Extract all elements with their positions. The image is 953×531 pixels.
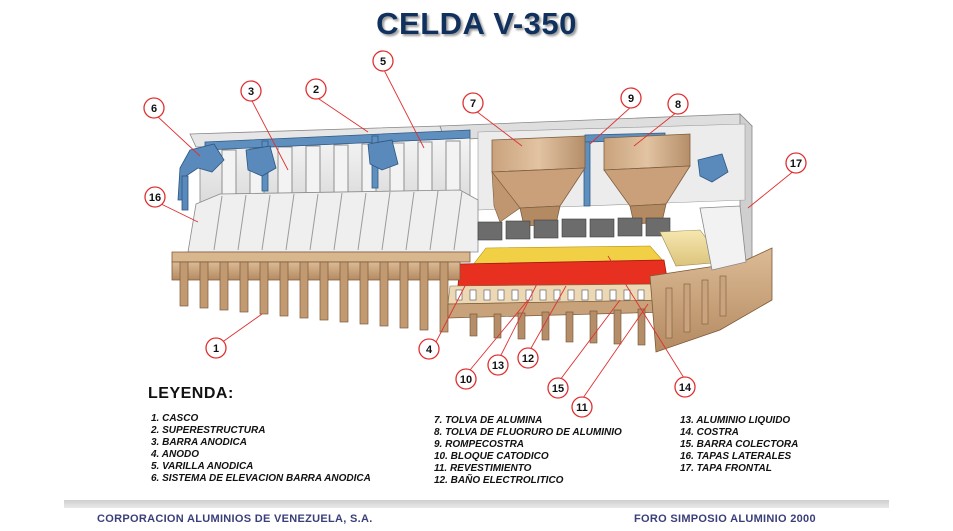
hopper-alumina	[491, 135, 586, 227]
legend-item: 5. VARILLA ANODICA	[151, 461, 254, 472]
legend-item: 16. TAPAS LATERALES	[680, 451, 792, 462]
svg-text:8: 8	[675, 99, 681, 111]
legend-item: 14. COSTRA	[680, 427, 739, 438]
callout-7: 7	[462, 92, 484, 114]
svg-text:9: 9	[628, 93, 634, 105]
legend-item: 17. TAPA FRONTAL	[680, 463, 772, 474]
anode-blocks	[477, 217, 671, 241]
svg-text:2: 2	[313, 84, 319, 96]
svg-text:12: 12	[522, 353, 534, 365]
legend-item: 1. CASCO	[151, 413, 199, 424]
legend-item: 9. ROMPECOSTRA	[434, 439, 525, 450]
legend-item: 12. BAÑO ELECTROLITICO	[434, 475, 564, 486]
callout-3: 3	[240, 80, 262, 102]
cathode-blocks	[447, 283, 673, 305]
svg-text:7: 7	[470, 98, 476, 110]
footer-company: CORPORACION ALUMINIOS DE VENEZUELA, S.A.	[97, 513, 373, 525]
page-title: CELDA V-350	[376, 6, 577, 41]
legend-item: 8. TOLVA DE FLUORURO DE ALUMINIO	[434, 427, 622, 438]
callout-10: 10	[455, 368, 477, 390]
callout-16: 16	[144, 186, 166, 208]
leader-lines	[154, 69, 796, 399]
shell	[171, 205, 773, 353]
svg-text:15: 15	[552, 383, 564, 395]
liquid-aluminium	[457, 259, 669, 287]
legend-item: 11. REVESTIMIENTO	[434, 463, 532, 474]
callout-2: 2	[305, 78, 327, 100]
callout-11: 11	[571, 396, 593, 418]
side-covers	[187, 189, 479, 253]
legend-item: 7. TOLVA DE ALUMINA	[434, 415, 543, 426]
callout-markers: 1 2 3 4 5 6 7 8 9 10 11 12 13 14 15 16 1…	[143, 50, 807, 418]
svg-text:17: 17	[790, 158, 802, 170]
callout-15: 15	[547, 377, 569, 399]
callout-13: 13	[487, 354, 509, 376]
footer-divider	[64, 500, 889, 508]
callout-14: 14	[674, 376, 696, 398]
legend-heading: LEYENDA:	[148, 385, 234, 402]
callout-4: 4	[418, 338, 440, 360]
legend-item: 15. BARRA COLECTORA	[680, 439, 799, 450]
legend-item: 13. ALUMINIO LIQUIDO	[680, 415, 791, 426]
svg-text:3: 3	[248, 86, 254, 98]
legend-item: 3. BARRA ANODICA	[151, 437, 247, 448]
callout-8: 8	[667, 93, 689, 115]
callout-6: 6	[143, 97, 165, 119]
svg-text:1: 1	[213, 343, 219, 355]
footer-event: FORO SIMPOSIO ALUMINIO 2000	[634, 513, 816, 525]
hopper-fluoride	[603, 133, 691, 225]
legend-column-2: 7. TOLVA DE ALUMINA 8. TOLVA DE FLUORURO…	[434, 415, 622, 487]
legend-item: 2. SUPERESTRUCTURA	[151, 425, 266, 436]
callout-17: 17	[785, 152, 807, 174]
svg-text:6: 6	[151, 103, 157, 115]
callout-9: 9	[620, 87, 642, 109]
legend-item: 10. BLOQUE CATODICO	[434, 451, 549, 462]
callout-5: 5	[372, 50, 394, 72]
lifting-system	[177, 139, 729, 211]
svg-text:11: 11	[576, 402, 588, 414]
legend-item: 4. ANODO	[151, 449, 199, 460]
legend-item: 6. SISTEMA DE ELEVACION BARRA ANODICA	[151, 473, 371, 484]
legend-column-3: 13. ALUMINIO LIQUIDO 14. COSTRA 15. BARR…	[680, 415, 798, 475]
svg-text:14: 14	[679, 382, 692, 394]
legend-column-1: 1. CASCO 2. SUPERESTRUCTURA 3. BARRA ANO…	[151, 413, 371, 485]
callout-12: 12	[517, 347, 539, 369]
svg-text:5: 5	[380, 56, 386, 68]
svg-text:16: 16	[149, 192, 161, 204]
svg-text:4: 4	[426, 344, 433, 356]
svg-text:10: 10	[460, 374, 472, 386]
svg-text:13: 13	[492, 360, 504, 372]
callout-1: 1	[205, 337, 227, 359]
